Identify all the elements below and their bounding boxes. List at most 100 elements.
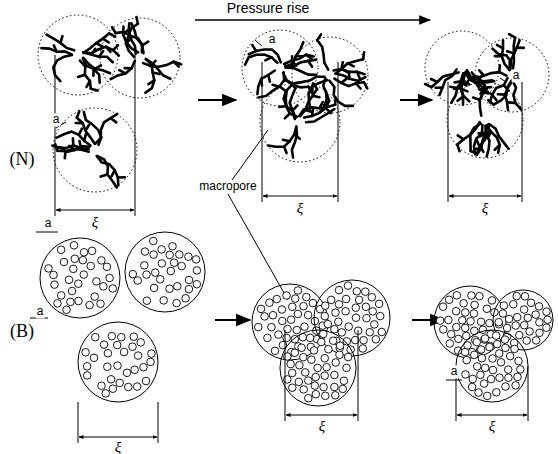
particle xyxy=(532,337,540,345)
particle xyxy=(543,308,551,316)
cluster-boundary xyxy=(260,82,340,162)
particle xyxy=(352,314,360,322)
particle xyxy=(371,321,379,329)
particle xyxy=(83,372,91,380)
particle xyxy=(287,316,295,324)
particle xyxy=(166,251,174,259)
particle xyxy=(329,337,337,345)
dimension-line xyxy=(263,196,337,197)
xi-label: ξ xyxy=(481,200,489,217)
particle xyxy=(446,340,454,348)
particle xyxy=(363,314,371,322)
callout-label: macropore xyxy=(198,180,257,193)
extension-line xyxy=(285,330,286,421)
particle xyxy=(306,334,314,342)
particle xyxy=(513,313,521,321)
particle xyxy=(461,309,469,317)
particle xyxy=(130,333,138,341)
particle xyxy=(303,293,311,301)
particle xyxy=(335,286,343,294)
particle xyxy=(323,363,331,371)
particle xyxy=(275,331,283,339)
particle xyxy=(512,382,520,390)
size-label: a xyxy=(36,305,45,318)
particle xyxy=(141,248,149,256)
particle xyxy=(338,329,346,337)
chain xyxy=(476,72,506,78)
particle xyxy=(445,316,453,324)
particle xyxy=(331,325,339,333)
particle xyxy=(279,317,287,325)
particle xyxy=(502,383,510,391)
particle xyxy=(268,323,276,331)
particle xyxy=(57,292,65,300)
particle xyxy=(378,328,386,336)
dimension-line xyxy=(56,210,134,211)
pressure-label: Pressure rise xyxy=(226,1,310,16)
particle xyxy=(504,366,512,374)
particle xyxy=(300,353,308,361)
particle xyxy=(108,332,116,340)
particle xyxy=(308,356,316,364)
particle xyxy=(481,336,489,344)
particle xyxy=(526,328,534,336)
particle xyxy=(269,311,277,319)
particle xyxy=(261,313,269,321)
size-label: a xyxy=(450,365,459,378)
particle xyxy=(499,310,507,318)
cluster-boundary xyxy=(78,322,158,402)
particle xyxy=(167,267,175,275)
cluster-boundary xyxy=(292,37,368,113)
extension-line xyxy=(158,402,159,443)
particle xyxy=(536,319,544,327)
particle xyxy=(70,242,78,250)
chain xyxy=(97,156,117,187)
particle xyxy=(478,354,486,362)
particle xyxy=(376,312,384,320)
particle xyxy=(131,366,139,374)
particle xyxy=(475,389,483,397)
particle xyxy=(304,311,312,319)
particle xyxy=(70,265,78,273)
particle xyxy=(169,243,177,251)
cluster-boundary xyxy=(314,280,390,356)
particle xyxy=(109,385,117,393)
particle xyxy=(283,292,291,300)
cluster-boundary xyxy=(53,108,137,192)
particle xyxy=(470,310,478,318)
particle xyxy=(257,305,265,313)
cluster-boundary xyxy=(434,286,506,358)
particle xyxy=(486,343,494,351)
extension-line xyxy=(528,366,529,421)
polymer-chains xyxy=(41,33,118,90)
particle xyxy=(487,375,495,383)
particle xyxy=(150,284,158,292)
particle xyxy=(467,318,475,326)
chain xyxy=(513,81,521,110)
particle xyxy=(544,316,552,324)
particle xyxy=(336,342,344,350)
cluster-boundary xyxy=(475,38,549,112)
particle xyxy=(445,296,453,304)
cluster-boundary xyxy=(38,15,118,95)
particle xyxy=(65,276,73,284)
extension-line xyxy=(135,55,136,216)
particle xyxy=(266,299,274,307)
chain xyxy=(283,73,308,88)
particle xyxy=(310,347,318,355)
particle xyxy=(83,363,91,371)
particle xyxy=(511,345,519,353)
chain xyxy=(286,68,317,75)
particle xyxy=(193,280,201,288)
polymer-chains xyxy=(52,111,125,187)
particle xyxy=(100,341,108,349)
particle xyxy=(123,369,131,377)
particle xyxy=(271,347,279,355)
particle xyxy=(455,335,463,343)
chain xyxy=(286,90,297,116)
cluster-boundary xyxy=(100,18,180,98)
extension-line xyxy=(448,82,449,202)
particle xyxy=(453,323,461,331)
size-label: a xyxy=(52,113,61,126)
